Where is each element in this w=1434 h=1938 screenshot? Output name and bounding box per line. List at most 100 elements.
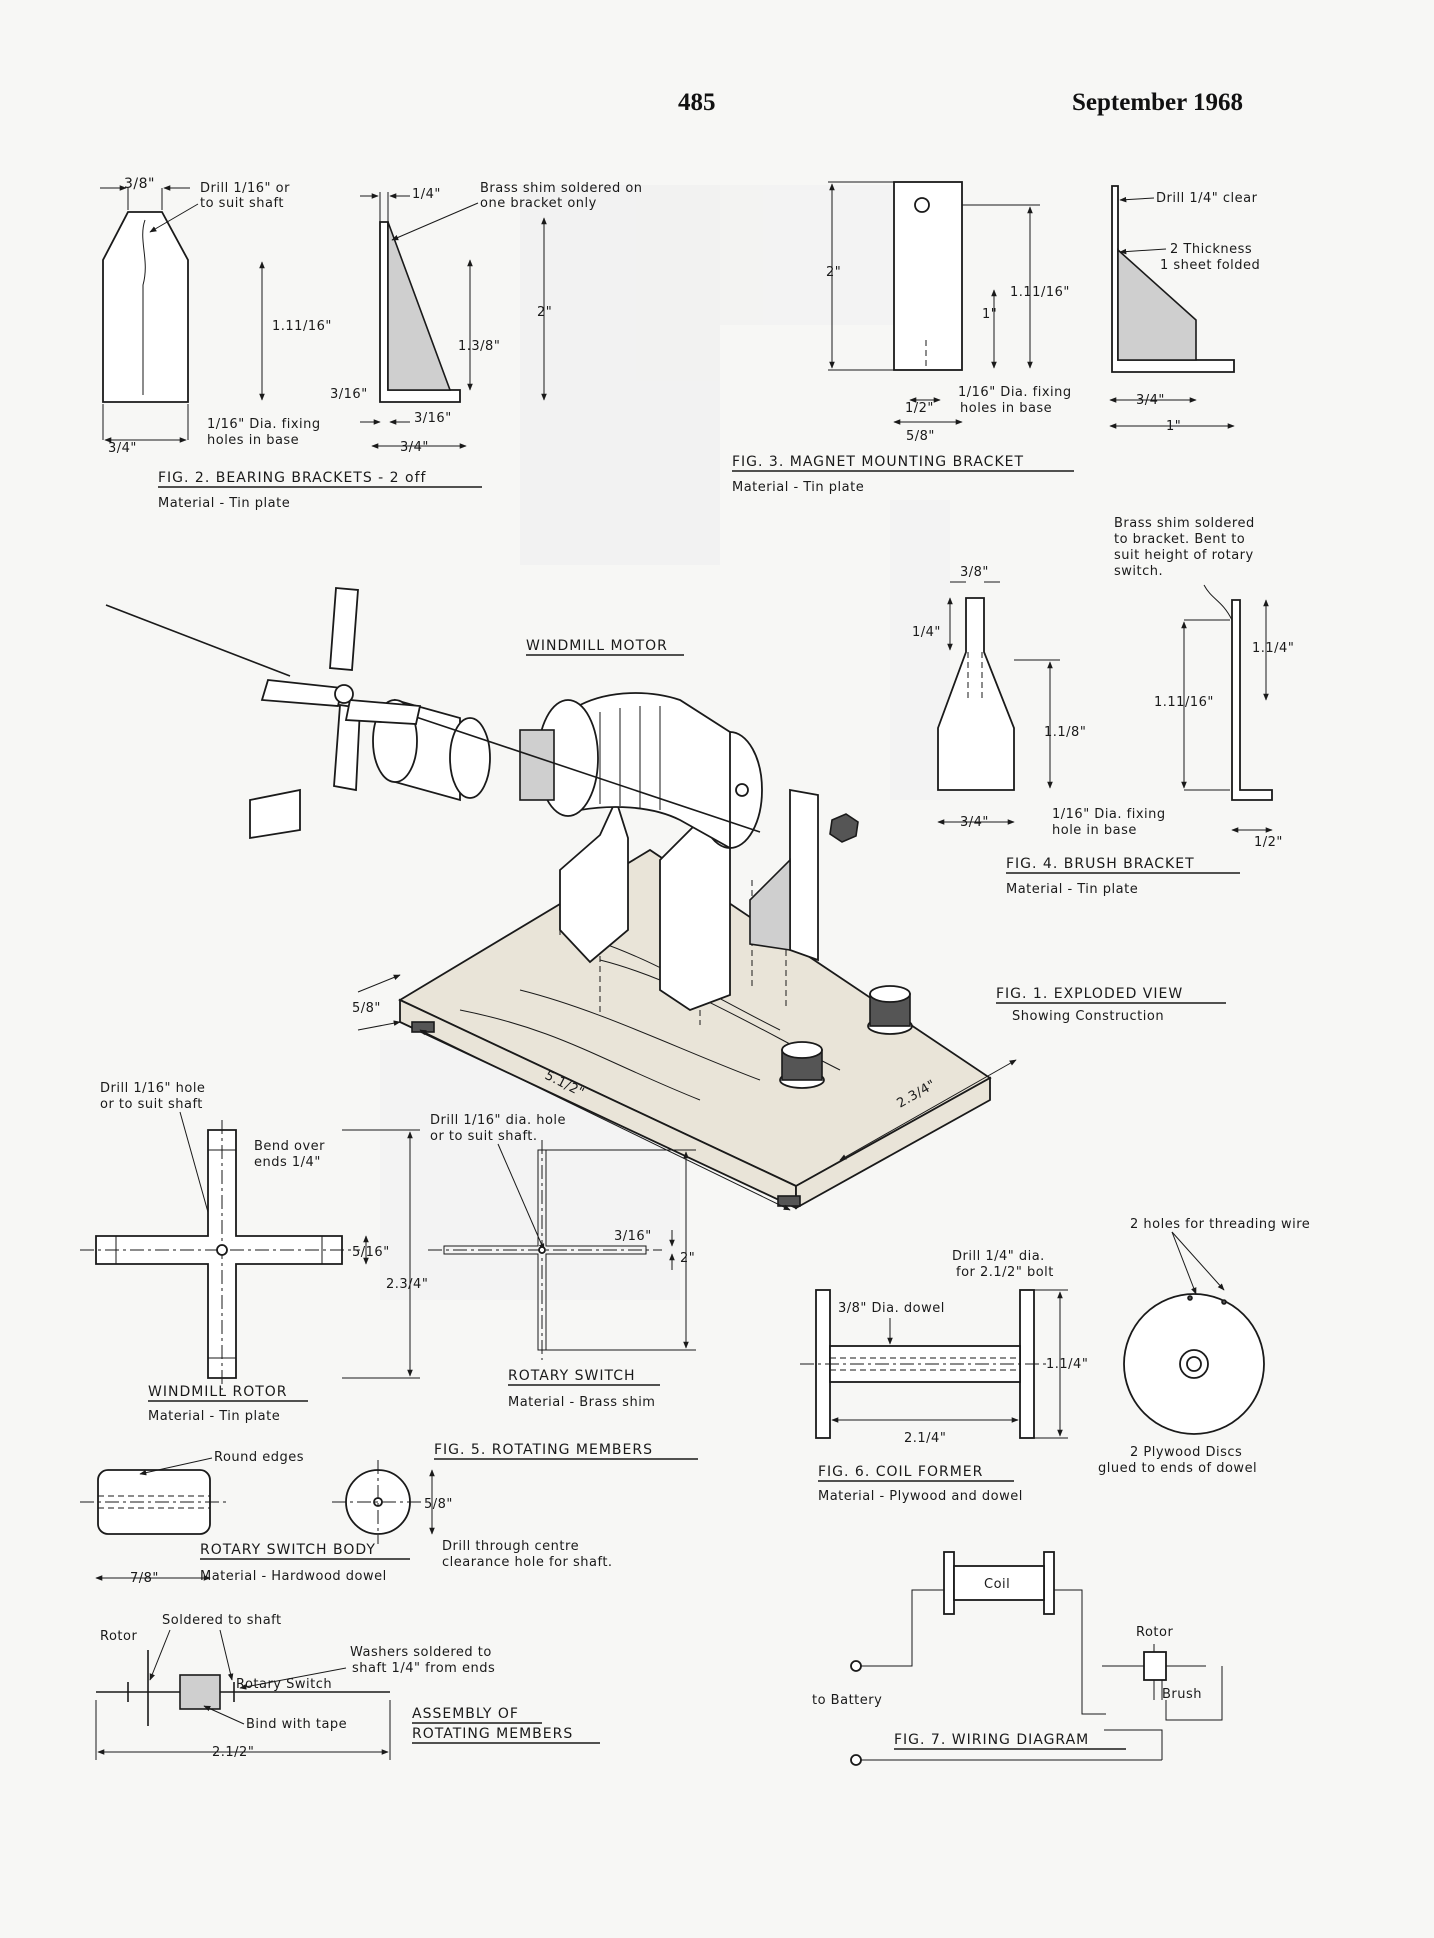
- fig7-battery-label: to Battery: [812, 1693, 882, 1708]
- fig2-bearing-brackets: 3/8" Drill 1/16" or to suit shaft 1.11/1…: [100, 176, 643, 511]
- body-round-note: Round edges: [214, 1450, 304, 1465]
- fig3-dim-3-4: 3/4": [1136, 393, 1165, 408]
- fig6-discs-note: 2 Plywood Discs: [1130, 1445, 1242, 1460]
- fig2-shim-note-2: one bracket only: [480, 196, 597, 211]
- switch-dim-2: 2": [680, 1251, 695, 1266]
- switch-label: ROTARY SWITCH: [508, 1368, 636, 1384]
- battery-terminal-2-icon: [850, 1754, 862, 1766]
- assembly-switch-body: [179, 1674, 221, 1710]
- body-label: ROTARY SWITCH BODY: [200, 1542, 376, 1558]
- fig5-caption: FIG. 5. ROTATING MEMBERS: [434, 1442, 653, 1458]
- switch-material: Material - Brass shim: [508, 1395, 655, 1410]
- terminal-knob-right: [867, 985, 913, 1035]
- coil-end-right: [1043, 1551, 1055, 1615]
- brush-shim: [1203, 584, 1233, 621]
- switch-drill-note: Drill 1/16" dia. hole: [430, 1113, 566, 1128]
- issue-date: September 1968: [1072, 89, 1243, 116]
- wire-brush-return: [1104, 1729, 1163, 1760]
- fig4-brush-bracket: Brass shim soldered to bracket. Bent to …: [912, 516, 1294, 897]
- fig4-dim-1-1-4: 1.1/4": [1252, 641, 1294, 656]
- fig7-caption: FIG. 7. WIRING DIAGRAM: [894, 1732, 1089, 1748]
- fig1-sub: Showing Construction: [1012, 1009, 1164, 1024]
- wire-coil-rotor: [1054, 1589, 1106, 1715]
- fig1-exploded-view: WINDMILL MOTOR: [105, 587, 1226, 1211]
- rotary-switch-sleeve: [519, 729, 555, 801]
- assembly-dim-2-1-2: 2.1/2": [212, 1745, 254, 1760]
- brush-lead: [1165, 1666, 1223, 1721]
- body-material: Material - Hardwood dowel: [200, 1569, 387, 1584]
- shaft: [105, 604, 291, 677]
- fig2-dim-3-16a: 3/16": [330, 387, 368, 402]
- fig4-hole-note-2: hole in base: [1052, 823, 1137, 838]
- fig4-shim-note-2: to bracket. Bent to: [1114, 532, 1245, 547]
- fig3-material: Material - Tin plate: [732, 480, 864, 495]
- body-dim-7-8: 7/8": [130, 1571, 159, 1586]
- assembly-label-2: ROTATING MEMBERS: [412, 1726, 573, 1742]
- fig2-dim-1-4: 1/4": [412, 187, 441, 202]
- fig1-dim-5-8: 5/8": [352, 1001, 381, 1016]
- windmill-rotor: [260, 587, 422, 792]
- fig6-dim-1-1-4: 1.1/4": [1046, 1357, 1088, 1372]
- fig6-holes-note: 2 holes for threading wire: [1130, 1217, 1310, 1232]
- fig2-caption: FIG. 2. BEARING BRACKETS - 2 off: [158, 470, 427, 486]
- fig6-dowel-note: 3/8" Dia. dowel: [838, 1301, 945, 1316]
- fig2-drill-note-2: to suit shaft: [200, 196, 284, 211]
- fig4-dim-3-4: 3/4": [960, 815, 989, 830]
- fig3-dim-1-2: 1/2": [905, 401, 934, 416]
- coil-winding: [579, 692, 731, 850]
- assembly-washers-note-2: shaft 1/4" from ends: [352, 1661, 495, 1676]
- fig7-wiring-diagram: Coil to Battery Rotor Brush FIG. 7. WIRI…: [812, 1551, 1223, 1766]
- fig2-dim-2: 2": [537, 305, 552, 320]
- base-foot-left: [411, 1021, 435, 1033]
- fig2-shim-note: Brass shim soldered on: [480, 181, 643, 196]
- fig4-caption: FIG. 4. BRUSH BRACKET: [1006, 856, 1195, 872]
- fig3-dim-1-11-16: 1.11/16": [1010, 285, 1070, 300]
- brush-bracket-front: [937, 597, 1015, 791]
- fig2-dim-3-8: 3/8": [124, 176, 155, 192]
- fig2-dim-3-16b: 3/16": [414, 411, 452, 426]
- fig2-dim-1-3-8: 1.3/8": [458, 339, 500, 354]
- rotor-bend-note-2: ends 1/4": [254, 1155, 321, 1170]
- bracket-front-view: [102, 211, 189, 403]
- switch-dim-3-16: 3/16": [614, 1229, 652, 1244]
- assembly-label: ASSEMBLY OF: [412, 1706, 519, 1722]
- rotor-drill-note-2: or to suit shaft: [100, 1097, 203, 1112]
- rotor-dim-2-3-4: 2.3/4": [386, 1277, 428, 1292]
- brush-bracket-side: [1231, 599, 1273, 801]
- fig2-drill-note: Drill 1/16" or: [200, 181, 290, 196]
- body-dim-5-8: 5/8": [424, 1497, 453, 1512]
- fig3-dim-1b: 1": [1166, 419, 1181, 434]
- fig2-material: Material - Tin plate: [158, 496, 290, 511]
- terminal-knob-left: [779, 1041, 825, 1089]
- fig7-brush-label: Brush: [1162, 1687, 1202, 1702]
- assembly-rotor-label: Rotor: [100, 1629, 137, 1644]
- nut-icon: [829, 813, 859, 843]
- fig2-dim-3-4a: 3/4": [108, 441, 137, 456]
- fig4-material: Material - Tin plate: [1006, 882, 1138, 897]
- assembly-washers-note: Washers soldered to: [350, 1645, 492, 1660]
- fig3-thickness-note: 2 Thickness: [1170, 242, 1252, 257]
- rotor-dim-5-16: 5/16": [352, 1245, 390, 1260]
- fig3-dim-5-8: 5/8": [906, 429, 935, 444]
- fig1-title: WINDMILL MOTOR: [526, 638, 668, 654]
- battery-terminal-icon: [850, 1660, 862, 1672]
- body-drill-note-2: clearance hole for shaft.: [442, 1555, 613, 1570]
- rotor-material: Material - Tin plate: [148, 1409, 280, 1424]
- fig5-rotating-members: Drill 1/16" hole or to suit shaft Bend o…: [80, 1081, 698, 1760]
- fig6-dim-2-1-4: 2.1/4": [904, 1431, 946, 1446]
- wire-coil-battery: [860, 1589, 944, 1667]
- fig4-dim-1-4: 1/4": [912, 625, 941, 640]
- fig6-drill-note-2: for 2.1/2" bolt: [956, 1265, 1054, 1280]
- rotor-label: WINDMILL ROTOR: [148, 1384, 288, 1400]
- fig6-material: Material - Plywood and dowel: [818, 1489, 1023, 1504]
- fig4-shim-note: Brass shim soldered: [1114, 516, 1255, 531]
- fig4-hole-note: 1/16" Dia. fixing: [1052, 807, 1166, 822]
- fig3-dim-1: 1": [982, 307, 997, 322]
- brush-mount: [249, 788, 301, 840]
- rotor-bend-note: Bend over: [254, 1139, 325, 1154]
- magnet-bracket-front: [893, 181, 963, 371]
- fig3-thickness-note-2: 1 sheet folded: [1160, 258, 1260, 273]
- coil-symbol: [953, 1565, 1045, 1601]
